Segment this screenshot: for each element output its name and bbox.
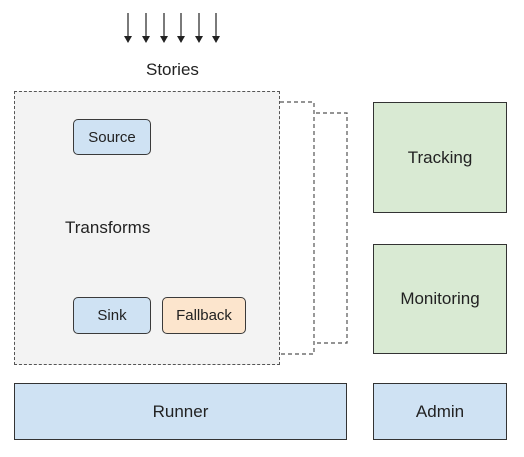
pipeline-stack-layer-1	[280, 101, 315, 355]
tracking-box: Tracking	[373, 102, 507, 213]
pipeline-stack-layer-2	[316, 112, 348, 344]
incoming-story-arrows	[124, 13, 220, 43]
monitoring-box: Monitoring	[373, 244, 507, 354]
sink-node: Sink	[73, 297, 151, 334]
admin-box: Admin	[373, 383, 507, 440]
stories-label: Stories	[146, 60, 199, 79]
fallback-node: Fallback	[162, 297, 246, 334]
runner-box: Runner	[14, 383, 347, 440]
transforms-label: Transforms	[65, 218, 151, 237]
source-node: Source	[73, 119, 151, 155]
